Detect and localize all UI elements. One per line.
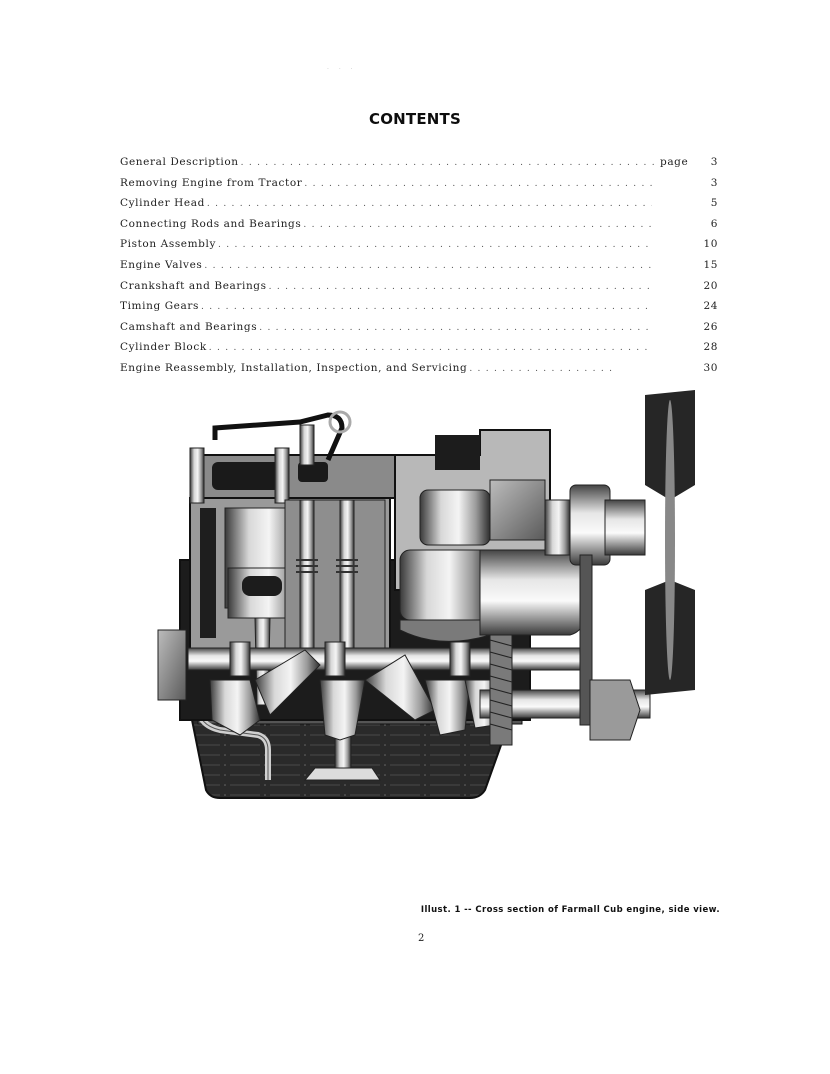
toc-entry-label: Removing Engine from Tractor — [120, 176, 303, 189]
generator — [479, 499, 591, 636]
toc-entry-label: Connecting Rods and Bearings — [120, 217, 302, 230]
page-number: 2 — [418, 933, 425, 944]
dot-leader — [259, 323, 652, 333]
cylinder-head — [189, 410, 396, 504]
toc-entry-label: Camshaft and Bearings — [120, 320, 258, 333]
dot-leader — [218, 240, 652, 250]
toc-entry-page: 3 — [710, 176, 718, 189]
toc-entry[interactable]: General Description page 3 — [120, 156, 718, 177]
dot-leader — [209, 343, 652, 353]
toc-entry-page: 28 — [703, 341, 718, 354]
toc-entry-page: 24 — [703, 300, 718, 313]
toc-entry[interactable]: Crankshaft and Bearings 20 — [120, 280, 718, 301]
toc-entry-page: 30 — [703, 361, 718, 374]
timing-gear — [489, 629, 513, 746]
toc-entry-label: Crankshaft and Bearings — [120, 279, 267, 292]
toc-entry[interactable]: Camshaft and Bearings 26 — [120, 321, 718, 342]
toc-entry[interactable]: Timing Gears 24 — [120, 300, 718, 321]
dot-leader — [303, 220, 652, 230]
toc-entry[interactable]: Cylinder Block 28 — [120, 341, 718, 362]
toc-entry[interactable]: Removing Engine from Tractor 3 — [120, 177, 718, 198]
toc-entry-label: Engine Valves — [120, 258, 203, 271]
toc-entry-label: General Description — [120, 156, 239, 168]
valve-train — [284, 499, 386, 661]
toc-entry-page: 3 — [710, 156, 718, 168]
dot-leader — [469, 364, 616, 374]
engine-cross-section-illustration — [150, 390, 710, 910]
toc-entry[interactable]: Engine Reassembly, Installation, Inspect… — [120, 362, 718, 383]
toc-entry-label: Timing Gears — [120, 300, 199, 313]
toc-entry-page: 15 — [703, 258, 718, 271]
toc-entry-label: Cylinder Block — [120, 341, 207, 354]
toc-entry[interactable]: Piston Assembly 10 — [120, 238, 718, 259]
toc-entry[interactable]: Cylinder Head 5 — [120, 197, 718, 218]
figure-caption: Illust. 1 -- Cross section of Farmall Cu… — [420, 905, 720, 915]
toc-entry[interactable]: Engine Valves 15 — [120, 259, 718, 280]
toc-entry-page: 10 — [703, 238, 718, 251]
toc-entry-page: 26 — [703, 320, 718, 333]
fan-pulley — [569, 484, 646, 741]
dot-leader — [204, 261, 652, 271]
dot-leader — [241, 158, 654, 168]
dot-leader — [304, 179, 652, 189]
page-prefix-label: page — [660, 156, 689, 168]
toc-entry-label: Cylinder Head — [120, 197, 205, 210]
dot-leader — [269, 282, 652, 292]
toc-entry-label: Piston Assembly — [120, 238, 216, 251]
toc-entry-label: Engine Reassembly, Installation, Inspect… — [120, 361, 468, 374]
page-title: CONTENTS — [369, 110, 461, 128]
table-of-contents: General Description page 3 Removing Engi… — [120, 156, 718, 383]
scan-specks: · · · — [327, 66, 357, 73]
toc-entry-page: 6 — [710, 217, 718, 230]
dot-leader — [207, 199, 652, 209]
toc-entry-page: 20 — [703, 279, 718, 292]
fan-blades — [645, 390, 695, 695]
toc-entry[interactable]: Connecting Rods and Bearings 6 — [120, 218, 718, 239]
dot-leader — [201, 302, 652, 312]
toc-entry-page: 5 — [710, 197, 718, 210]
